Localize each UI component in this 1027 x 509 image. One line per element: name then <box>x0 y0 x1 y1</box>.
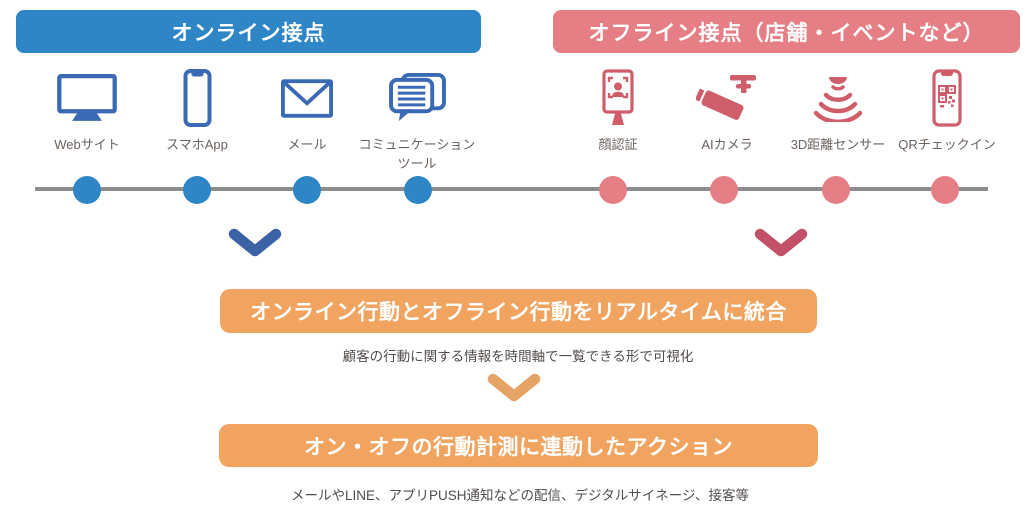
touchpoint-qr-checkin: QRチェックイン <box>882 68 1012 155</box>
timeline-dot <box>822 176 850 204</box>
timeline-dot <box>710 176 738 204</box>
touchpoint-label: スマホApp <box>166 137 228 152</box>
face-recognition-icon <box>596 68 640 128</box>
touchpoint-label-line2: ツール <box>397 155 437 171</box>
integration-description: 顧客の行動に関する情報を時間軸で一覧できる形で可視化 <box>342 349 694 364</box>
timeline-dot <box>404 176 432 204</box>
touchpoint-label: 顔認証 <box>598 137 638 152</box>
touchpoint-label-line1: コミュニケーション <box>358 137 476 152</box>
smartphone-icon <box>183 68 212 128</box>
touchpoint-label: AIカメラ <box>701 137 753 152</box>
timeline-line <box>35 187 988 191</box>
touchpoint-label: Webサイト <box>54 137 120 152</box>
offline-chevron-down-icon <box>754 228 808 263</box>
touchpoint-smartphone-app: スマホApp <box>132 68 262 155</box>
timeline-dot <box>73 176 101 204</box>
touchpoint-face-recognition: 顔認証 <box>553 68 683 155</box>
touchpoint-label: メール <box>287 137 327 152</box>
chat-bubbles-icon <box>388 68 446 128</box>
qr-code-phone-icon <box>932 68 962 128</box>
envelope-icon <box>281 68 333 128</box>
online-chevron-down-icon <box>228 228 282 263</box>
touchpoint-email: メール <box>242 68 372 155</box>
timeline-dot <box>183 176 211 204</box>
action-banner: オン・オフの行動計測に連動したアクション <box>219 424 818 467</box>
action-description: メールやLINE、アプリPUSH通知などの配信、デジタルサイネージ、接客等 <box>290 488 750 503</box>
touchpoint-communication-tool: コミュニケーション ツール <box>352 68 482 174</box>
distance-sensor-icon <box>810 68 866 128</box>
timeline-dot <box>931 176 959 204</box>
online-touchpoints-banner: オンライン接点 <box>16 10 481 53</box>
touchpoint-label: 3D距離センサー <box>790 137 886 152</box>
touchpoint-website: Webサイト <box>22 68 152 155</box>
touchpoint-ai-camera: AIカメラ <box>662 68 792 155</box>
integration-banner: オンライン行動とオフライン行動をリアルタイムに統合 <box>220 289 817 333</box>
monitor-icon <box>57 68 117 128</box>
offline-touchpoints-banner: オフライン接点（店舗・イベントなど） <box>553 10 1020 53</box>
timeline-dot <box>599 176 627 204</box>
touchpoint-label: QRチェックイン <box>898 137 996 152</box>
touchpoint-3d-distance-sensor: 3D距離センサー <box>773 68 903 155</box>
timeline-dot <box>293 176 321 204</box>
cctv-camera-icon <box>696 68 758 128</box>
integration-chevron-down-icon <box>487 373 541 408</box>
